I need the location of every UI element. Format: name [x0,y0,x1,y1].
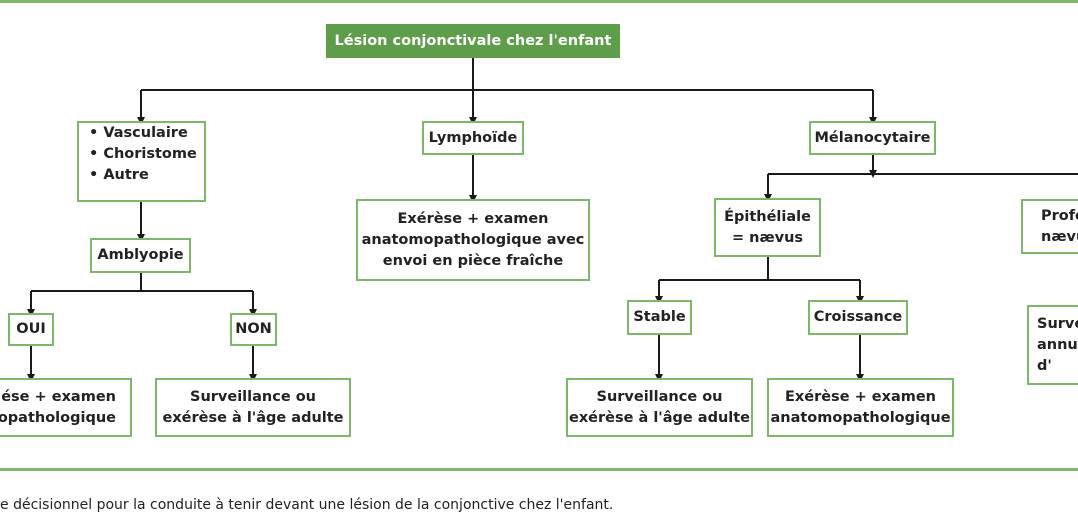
profonde-result-node: Surve annue d' [1027,305,1078,385]
croissance-result-node: Exérèse + examen anatomopathologique [767,378,954,437]
croissance-node: Croissance [808,300,908,335]
amblyopie-node: Amblyopie [90,238,191,273]
vasculaire-node: • Vasculaire • Choristome • Autre [77,121,206,202]
top-rule [0,0,1078,3]
non-node: NON [230,313,277,346]
oui-result-node: ése + examen nopathologique [0,378,132,437]
root-node: Lésion conjonctivale chez l'enfant [326,24,620,58]
stable-result-node: Surveillance ou exérèse à l'âge adulte [566,378,753,437]
lymphoide-node: Lymphoïde [422,121,524,155]
profonde-node: Profo nævu [1021,199,1078,254]
melanocytaire-node: Mélanocytaire [809,121,936,155]
lymphoide-result-node: Exérèse + examen anatomopathologique ave… [356,199,590,281]
oui-node: OUI [8,313,54,346]
bottom-rule [0,468,1078,471]
choristome-item: • Choristome [89,146,197,162]
stable-node: Stable [627,300,692,335]
non-result-node: Surveillance ou exérèse à l'âge adulte [155,378,351,437]
vasculaire-item: • Vasculaire [89,125,188,141]
epitheliale-node: Épithéliale = nævus [714,198,821,257]
autre-item: • Autre [89,167,149,183]
figure-caption: e décisionnel pour la conduite à tenir d… [0,497,614,513]
